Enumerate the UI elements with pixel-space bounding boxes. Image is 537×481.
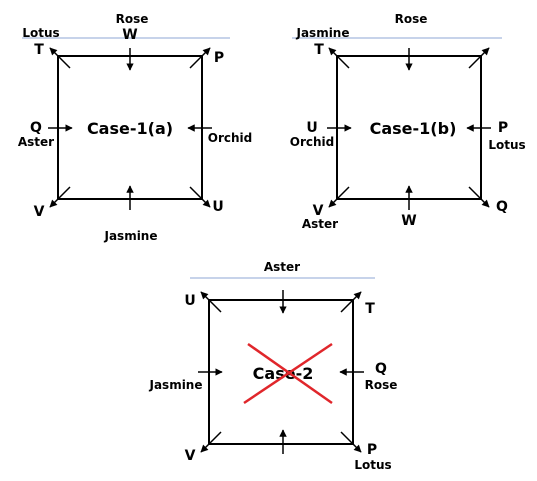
letter-bottom-left: V — [313, 203, 324, 219]
letter-bottom-right: P — [367, 442, 377, 458]
case-label: Case-1(a) — [87, 119, 173, 138]
corner-arrow-top-left — [328, 47, 350, 69]
flower-bottom-left: Aster — [302, 217, 338, 231]
corner-arrow-bottom-left — [200, 431, 222, 453]
corner-arrow-top-right — [340, 291, 362, 313]
case-label: Case-2 — [253, 364, 314, 383]
corner-arrow-top-left — [49, 47, 71, 69]
flower-left: Orchid — [290, 135, 334, 149]
corner-arrow-top-right — [468, 47, 490, 69]
diagram-case-2: Case-2 Aster U T Jasmine Q Rose V P Lotu… — [148, 260, 397, 472]
flower-top: Rose — [116, 12, 149, 26]
letter-left: U — [306, 120, 317, 136]
diagram-case-1a: Case-1(a) Rose W Lotus T P Q Aster Orchi… — [18, 12, 252, 243]
flower-top-left: Lotus — [22, 26, 59, 40]
letter-bottom-left: V — [34, 204, 45, 220]
letter-bottom-right: Q — [496, 199, 508, 215]
case-label: Case-1(b) — [370, 119, 457, 138]
corner-arrow-bottom-left — [328, 186, 350, 208]
letter-top-right: P — [214, 50, 224, 66]
corner-arrow-bottom-right — [340, 431, 362, 453]
corner-arrow-top-left — [200, 291, 222, 313]
letter-top: W — [122, 27, 137, 43]
flower-right: Lotus — [488, 138, 525, 152]
letter-bottom-left: V — [185, 448, 196, 464]
flower-top: Aster — [264, 260, 300, 274]
letter-top-left: T — [314, 42, 324, 58]
letter-top-left: U — [184, 293, 195, 309]
flower-left: Aster — [18, 135, 54, 149]
corner-arrow-bottom-right — [468, 186, 490, 208]
letter-bottom-right: U — [212, 199, 223, 215]
diagram-case-1b: Case-1(b) Rose Jasmine T U Orchid P Lotu… — [290, 12, 526, 231]
corner-arrow-bottom-left — [49, 186, 71, 208]
flower-left: Jasmine — [148, 378, 202, 392]
flower-bottom: Jasmine — [103, 229, 157, 243]
letter-top-left: T — [34, 42, 44, 58]
cross-out-stroke-2 — [243, 342, 333, 405]
letter-top-right: T — [365, 301, 375, 317]
letter-left: Q — [30, 120, 42, 136]
letter-right: P — [498, 120, 508, 136]
corner-arrow-top-right — [189, 47, 211, 69]
letter-bottom: W — [401, 213, 416, 229]
letter-right: Q — [375, 361, 387, 377]
flower-top-left: Jasmine — [295, 26, 349, 40]
flower-right: Rose — [365, 378, 398, 392]
flower-bottom-right: Lotus — [354, 458, 391, 472]
corner-arrow-bottom-right — [189, 186, 211, 208]
flower-top: Rose — [395, 12, 428, 26]
flower-right: Orchid — [208, 131, 252, 145]
